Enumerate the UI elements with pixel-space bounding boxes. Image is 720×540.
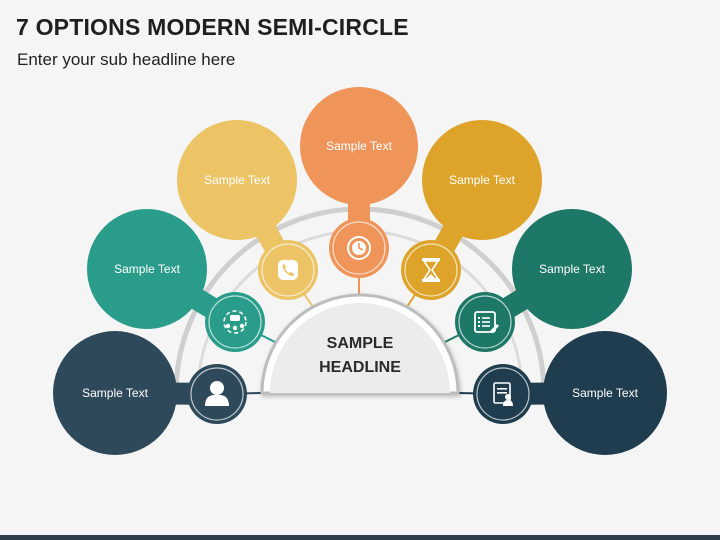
option-2-icon-ring [208,295,262,349]
footer-bar [0,535,720,540]
option-5-icon-ring [404,243,458,297]
option-3-bubble [177,120,297,240]
option-6-bubble [512,209,632,329]
team-chat-icon [223,310,247,334]
option-1-icon-ring [190,367,244,421]
option-6: Sample Text [455,209,632,352]
option-2-bubble [87,209,207,329]
option-7-label: Sample Text [572,386,638,400]
option-4-icon-ring [332,221,386,275]
option-5-icon-badge [401,240,461,300]
option-3: Sample Text [177,120,318,300]
hourglass-icon [422,258,440,282]
option-6-label: Sample Text [539,262,605,276]
option-5-label: Sample Text [449,173,515,187]
option-7-bubble [543,331,667,455]
center-headline: SAMPLE HEADLINE [260,293,460,395]
center-semicircle-inner [270,303,450,393]
option-2-label: Sample Text [114,262,180,276]
option-3-label: Sample Text [204,173,270,187]
center-headline-line1: SAMPLE [327,335,394,352]
option-1: Sample Text [53,331,247,455]
option-5-bubble [422,120,542,240]
option-1-label: Sample Text [82,386,148,400]
clock-icon [347,236,371,260]
profile-document-icon [493,382,513,406]
option-4-bubble [300,87,418,205]
option-4-label: Sample Text [326,139,392,153]
option-2: Sample Text [87,209,265,352]
option-3-icon-ring [261,243,315,297]
option-4: Sample Text [300,87,418,278]
option-7-icon-badge [473,364,533,424]
checklist-icon [474,311,499,333]
user-icon [205,381,229,406]
option-6-icon-ring [458,295,512,349]
option-7-icon-ring [476,367,530,421]
phone-icon [278,260,298,280]
option-5: Sample Text [401,120,542,300]
page-title: 7 OPTIONS MODERN SEMI-CIRCLE [16,14,409,40]
option-1-bubble [53,331,177,455]
option-7: Sample Text [473,331,667,455]
center-headline-line2: HEADLINE [319,359,401,376]
page-subtitle: Enter your sub headline here [17,50,236,69]
option-2-icon-badge [205,292,265,352]
